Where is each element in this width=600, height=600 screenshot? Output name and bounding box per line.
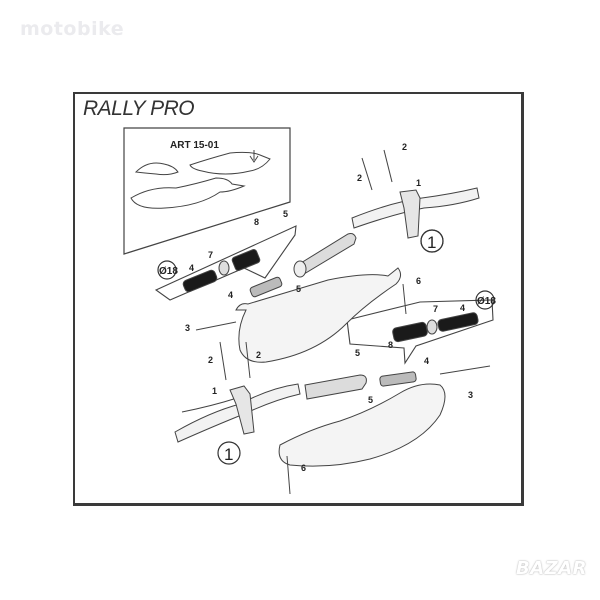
callout-3-upper: 3 xyxy=(185,323,190,333)
inset-guard-bottom xyxy=(130,177,246,209)
inset-panel xyxy=(123,127,291,255)
diagram-title: RALLY PRO xyxy=(83,97,195,120)
callout-5-upper-b: 5 xyxy=(296,284,301,294)
assembly-number-lower: 1 xyxy=(224,445,233,464)
callout-2d: 2 xyxy=(256,350,261,360)
inset-guard-top-left xyxy=(134,162,179,176)
diameter-label-lower: Ø18 xyxy=(477,296,496,307)
callout-4-upper-b: 4 xyxy=(228,290,233,300)
callout-circle-lower xyxy=(217,441,241,465)
diameter-label-upper: Ø18 xyxy=(159,266,178,277)
callout-1-upper: 1 xyxy=(416,178,421,188)
grip-upper xyxy=(295,233,357,275)
clamp-upper xyxy=(399,189,421,239)
clamp-lower xyxy=(229,385,255,435)
callout-circle-upper xyxy=(420,229,444,253)
callout-1-lower: 1 xyxy=(212,386,217,396)
callout-3-lower: 3 xyxy=(468,390,473,400)
callout-8-lower: 8 xyxy=(388,340,393,350)
callout-7-lower: 7 xyxy=(433,304,438,314)
watermark-bazar: BAZAR xyxy=(516,558,587,579)
callout-4-lower-b: 4 xyxy=(424,356,429,366)
callout-5-upper-a: 5 xyxy=(283,209,288,219)
callout-2a: 2 xyxy=(402,142,407,152)
callout-5-lower-b: 5 xyxy=(368,395,373,405)
lower-grip-callout xyxy=(346,299,494,365)
callout-2b: 2 xyxy=(357,173,362,183)
callout-6-upper: 6 xyxy=(416,276,421,286)
inset-guard-top-right xyxy=(189,151,271,175)
watermark-motobike: motobike xyxy=(20,18,125,40)
handguard-upper xyxy=(235,267,402,363)
callout-2c: 2 xyxy=(208,355,213,365)
callout-4-upper-a: 4 xyxy=(189,263,194,273)
assembly-number-upper: 1 xyxy=(427,233,436,252)
grip-lower xyxy=(304,374,367,400)
diameter-circle-upper xyxy=(157,260,177,280)
inset-label: ART 15-01 xyxy=(170,140,219,151)
handlebar-lower xyxy=(174,383,301,443)
callout-8-upper: 8 xyxy=(254,217,259,227)
callout-5-lower-a: 5 xyxy=(355,348,360,358)
callout-6-lower: 6 xyxy=(301,463,306,473)
upper-grip-callout xyxy=(154,225,297,301)
callout-7-upper: 7 xyxy=(208,250,213,260)
diameter-circle-lower xyxy=(475,290,495,310)
callout-4-lower-a: 4 xyxy=(460,303,465,313)
handguard-lower xyxy=(278,383,446,467)
